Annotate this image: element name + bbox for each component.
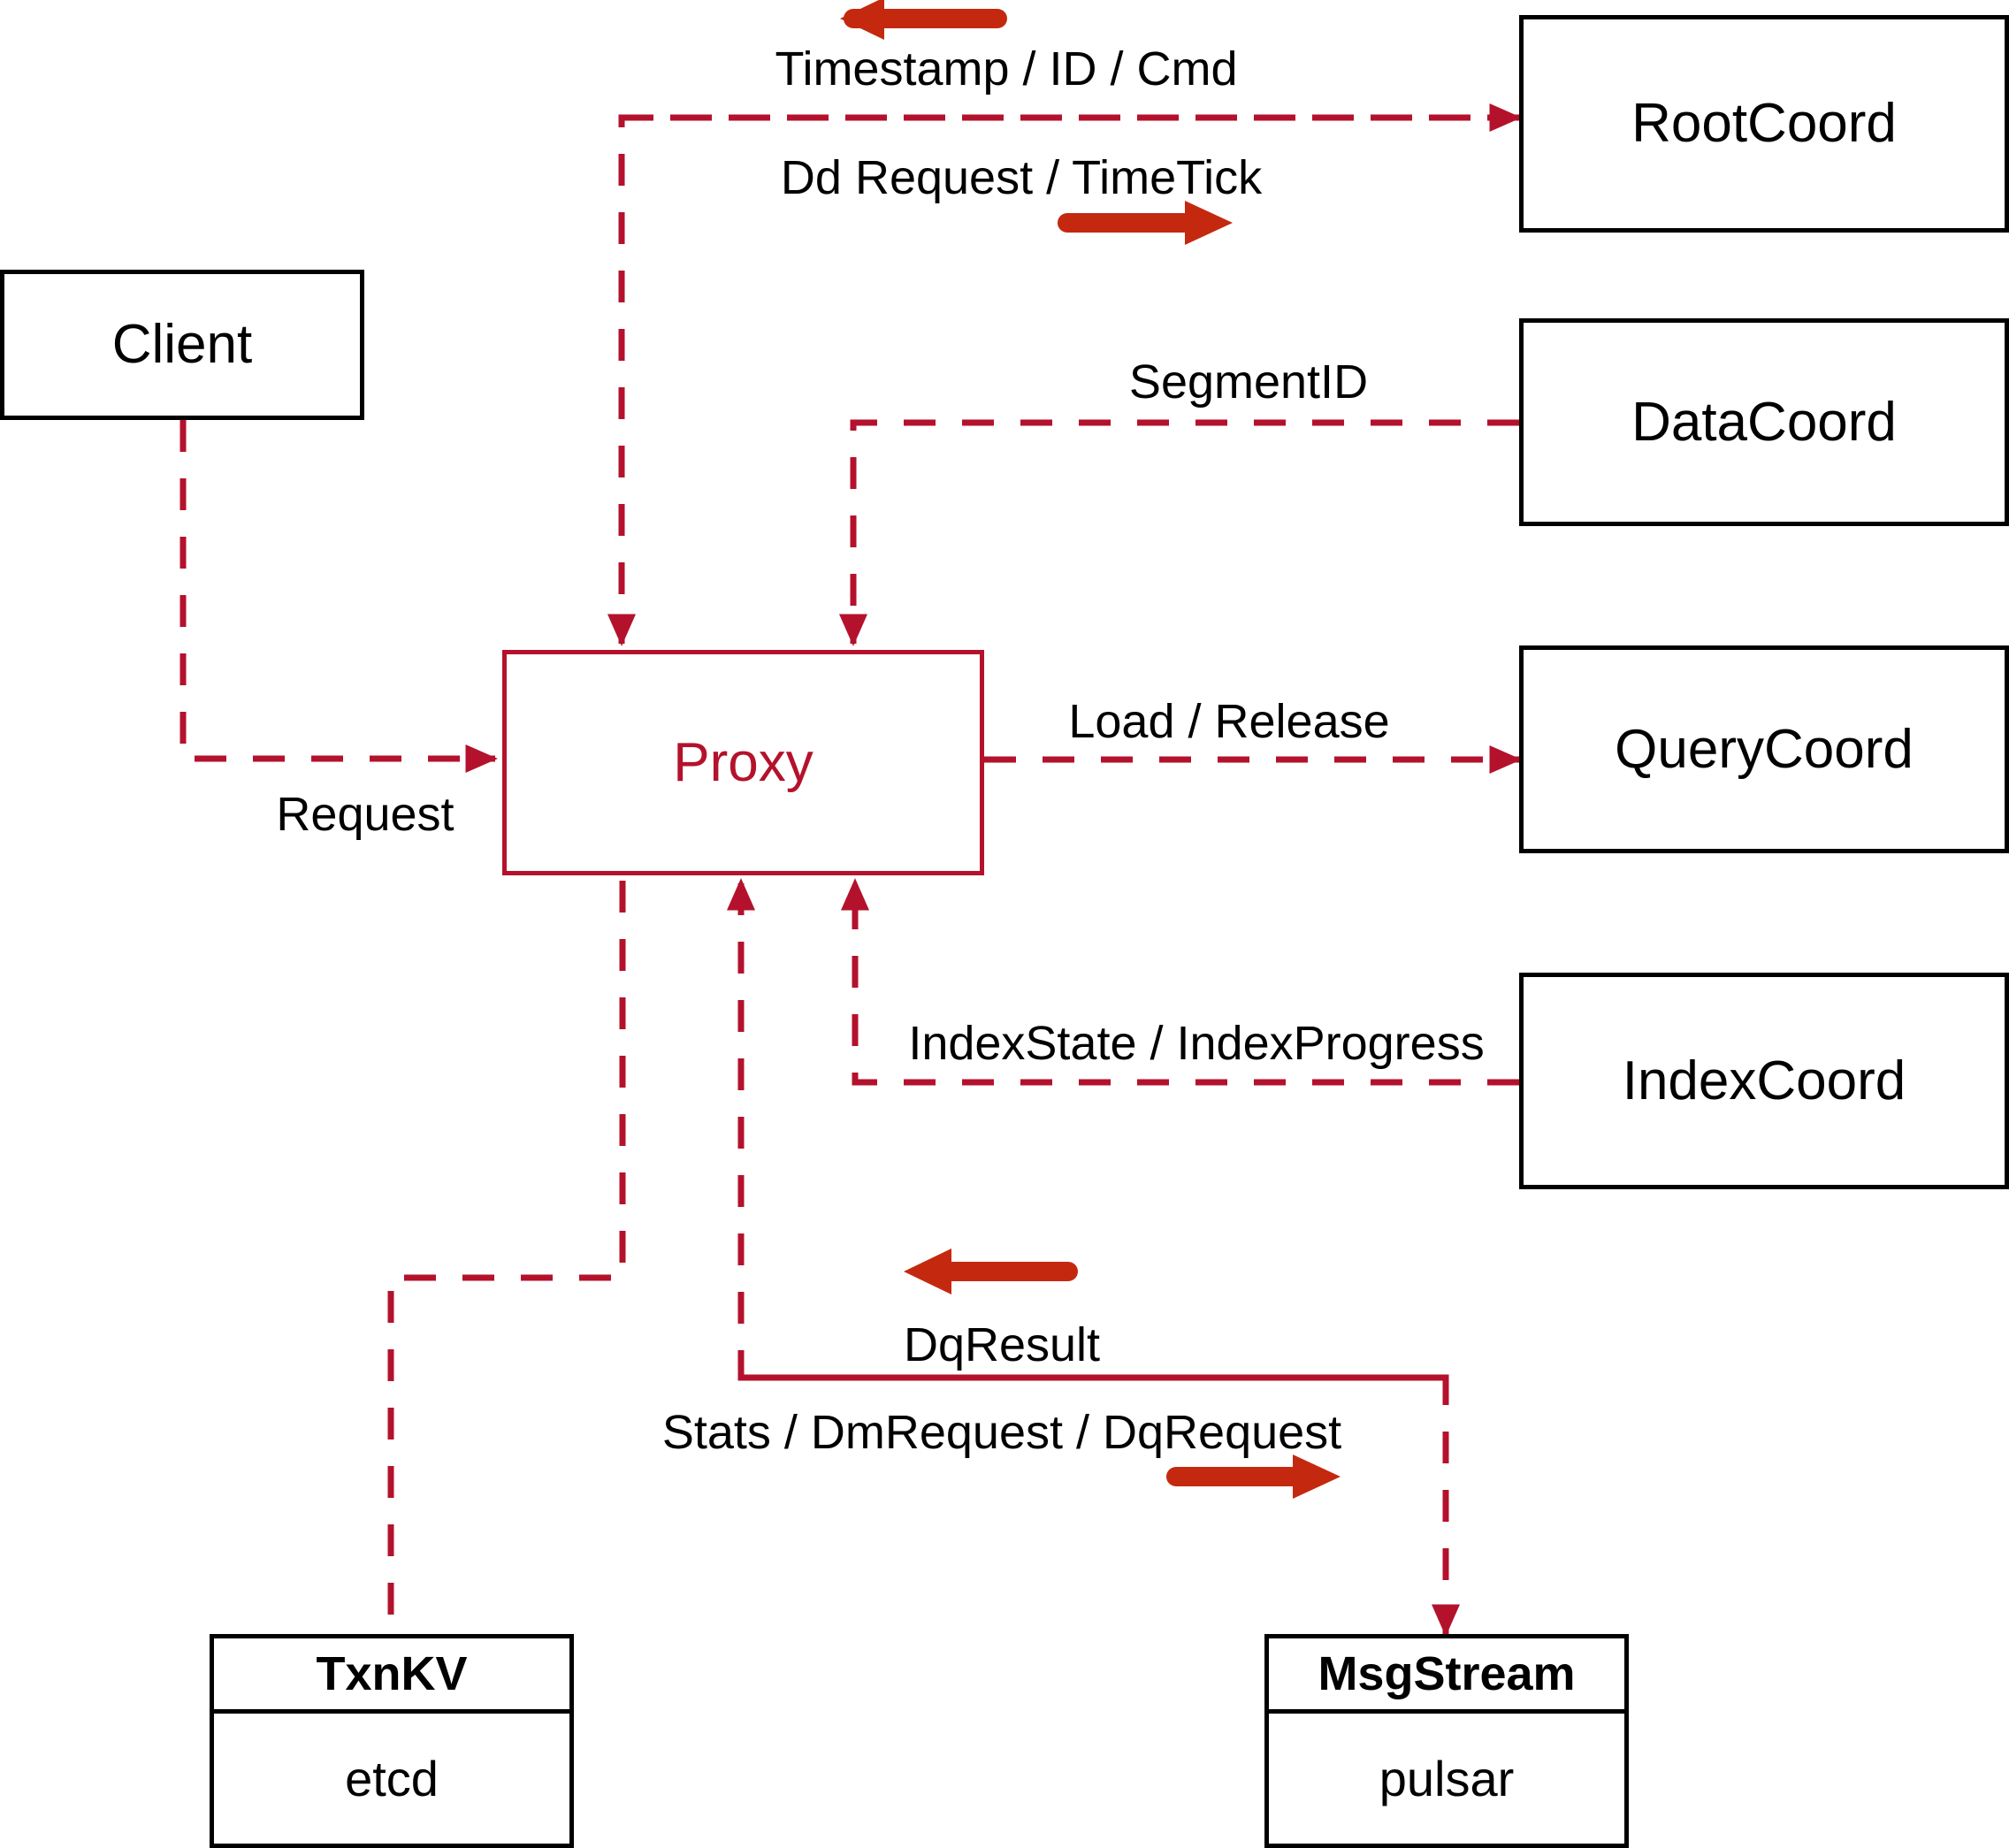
edge-label-indexstate-indexprogress: IndexState / IndexProgress	[908, 1017, 1485, 1070]
node-txnkv-body: etcd	[214, 1714, 569, 1844]
node-client-label: Client	[111, 314, 253, 375]
node-txnkv-header: TxnKV	[214, 1638, 569, 1714]
edge-label-segmentid: SegmentID	[1128, 355, 1369, 409]
arrow-timestamp-icon	[840, 0, 1007, 40]
arrow-dqresult-icon	[904, 1249, 1078, 1294]
edge-label-timestamp-id-cmd: Timestamp / ID / Cmd	[775, 42, 1238, 95]
edge-label-dqresult: DqResult	[903, 1318, 1101, 1371]
node-querycoord[interactable]: QueryCoord	[1519, 645, 2009, 853]
node-txnkv-impl-label: etcd	[345, 1750, 439, 1806]
node-msgstream-label: MsgStream	[1318, 1647, 1576, 1700]
arrow-dqrequest-icon	[1166, 1455, 1341, 1499]
node-msgstream[interactable]: MsgStream pulsar	[1264, 1634, 1629, 1848]
edge-proxy-to-msgstream	[741, 1374, 1461, 1637]
node-txnkv-label: TxnKV	[316, 1647, 468, 1700]
edge-datacoord-to-proxy	[838, 419, 1519, 646]
node-msgstream-impl-label: pulsar	[1379, 1750, 1515, 1806]
node-rootcoord[interactable]: RootCoord	[1519, 15, 2009, 233]
node-proxy[interactable]: Proxy	[502, 650, 984, 875]
edge-label-dd-request-timetick: Dd Request / TimeTick	[780, 151, 1263, 204]
edge-label-request: Request	[276, 788, 455, 841]
edge-msgstream-to-proxy	[726, 878, 1446, 1381]
edge-indexcoord-to-proxy	[840, 878, 1519, 1086]
arrow-ddrequest-icon	[1058, 201, 1233, 245]
edge-label-stats-dmrequest-dqrequest: Stats / DmRequest / DqRequest	[661, 1406, 1342, 1459]
edge-client-to-proxy	[180, 420, 498, 774]
node-txnkv[interactable]: TxnKV etcd	[210, 1634, 574, 1848]
edge-label-load-release: Load / Release	[1068, 695, 1390, 748]
node-indexcoord[interactable]: IndexCoord	[1519, 973, 2009, 1189]
node-msgstream-header: MsgStream	[1269, 1638, 1624, 1714]
node-msgstream-body: pulsar	[1269, 1714, 1624, 1844]
node-proxy-label: Proxy	[673, 731, 814, 793]
edge-proxy-to-txnkv	[387, 881, 626, 1634]
node-datacoord-label: DataCoord	[1631, 391, 1897, 453]
node-rootcoord-label: RootCoord	[1631, 93, 1897, 154]
node-datacoord[interactable]: DataCoord	[1519, 318, 2009, 526]
node-indexcoord-label: IndexCoord	[1622, 1050, 1906, 1111]
node-client[interactable]: Client	[0, 270, 364, 420]
node-querycoord-label: QueryCoord	[1615, 718, 1914, 780]
